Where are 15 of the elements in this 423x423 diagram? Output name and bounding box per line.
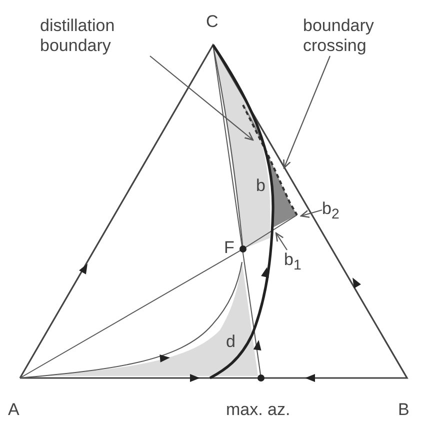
leader-line [283, 56, 330, 169]
vertex-label: A [8, 400, 20, 420]
vertex-label: C [206, 12, 218, 32]
region-label: b$_{1}$ [284, 250, 314, 276]
callout-label: distillation boundary [40, 16, 160, 56]
point-label: max. az. [226, 400, 290, 420]
region-label: b [256, 176, 266, 196]
point-label: F [224, 238, 234, 258]
callout-label: boundary crossing [303, 16, 423, 56]
leader-line [300, 209, 322, 218]
vertex-label: B [398, 400, 410, 420]
region-label: d [226, 332, 236, 352]
region-label: b$_{2}$ [322, 199, 352, 224]
leader-line [150, 56, 254, 141]
leader-line [275, 232, 288, 250]
